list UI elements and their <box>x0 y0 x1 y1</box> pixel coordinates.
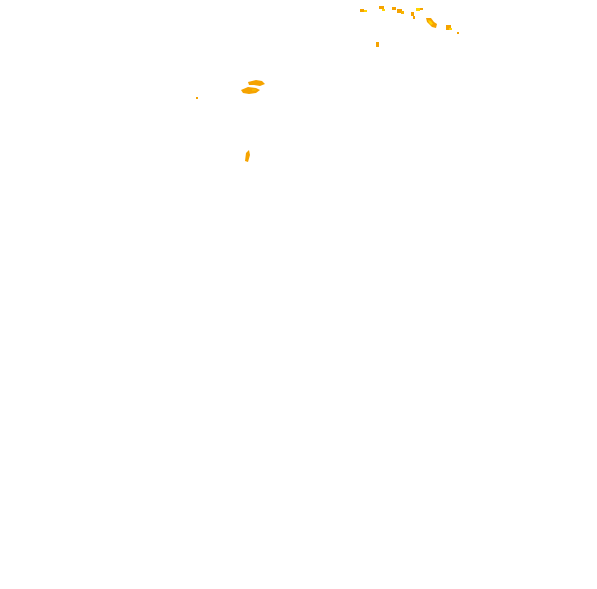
feature-patch <box>248 80 265 86</box>
feature-patch <box>196 97 198 99</box>
feature-patch <box>392 7 396 10</box>
feature-patch <box>416 8 420 11</box>
feature-patch <box>401 11 404 14</box>
feature-cluster-north-east <box>360 6 459 47</box>
feature-patch <box>411 12 414 16</box>
feature-patch <box>449 28 452 30</box>
feature-patch <box>360 9 364 12</box>
feature-patch <box>245 150 250 162</box>
feature-patch <box>252 89 256 91</box>
feature-cluster-west <box>196 80 265 162</box>
feature-patch <box>420 8 423 10</box>
feature-patch <box>379 6 384 9</box>
feature-patch <box>397 9 402 13</box>
feature-patch <box>413 16 415 19</box>
feature-patch <box>364 10 367 12</box>
feature-patch <box>241 87 260 94</box>
feature-patch <box>376 42 379 47</box>
feature-patch <box>382 9 385 11</box>
feature-patch <box>457 32 459 34</box>
feature-patch <box>446 25 451 30</box>
feature-patch <box>428 20 433 25</box>
